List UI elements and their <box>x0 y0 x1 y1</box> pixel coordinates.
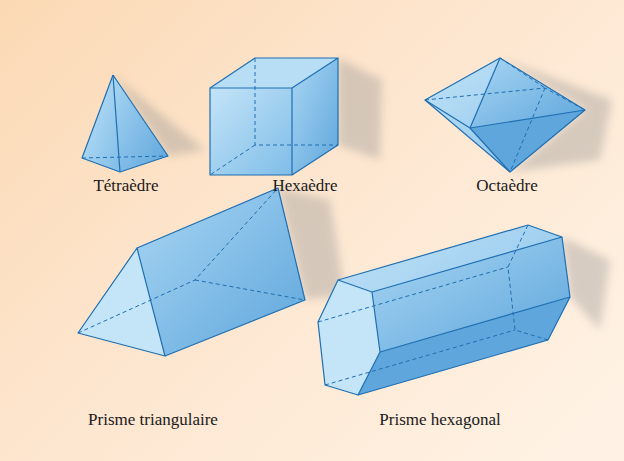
shape-name: Hexaèdre <box>272 176 337 196</box>
octahedron <box>425 58 612 172</box>
shape-name: Octaèdre <box>476 176 537 196</box>
tetrahedron <box>82 75 205 172</box>
shape-name: Prisme hexagonal <box>379 410 500 430</box>
hexagonal-prism <box>318 225 610 395</box>
shape-name: Prisme triangulaire <box>88 410 218 430</box>
hexahedron <box>210 58 382 175</box>
shape-name: Tétraèdre <box>93 176 158 196</box>
triangular-prism <box>78 188 345 356</box>
